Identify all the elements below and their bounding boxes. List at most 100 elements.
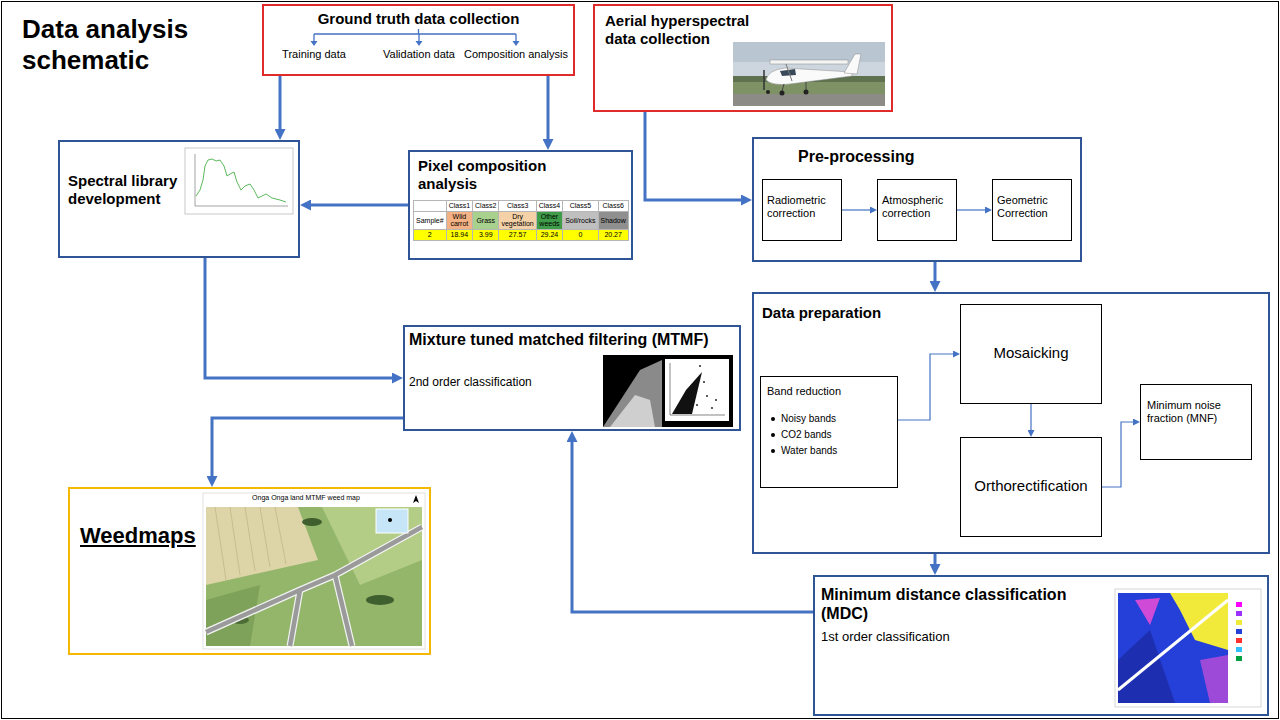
mdc-key (1236, 602, 1242, 607)
flow-arrow (572, 438, 813, 612)
flow-arrow (898, 354, 956, 420)
step-box: Atmospheric correction (877, 179, 957, 241)
flow-arrow (1102, 422, 1136, 487)
map-field (206, 507, 422, 646)
map-trees (366, 595, 394, 605)
map-field (206, 585, 260, 646)
spectrum-chart (185, 148, 293, 214)
scatter-point (699, 365, 701, 367)
scatter-axis (670, 363, 725, 415)
table-row: Class1Class2Class3Class4Class5Class6 (414, 201, 629, 212)
table-cell: Sample# (414, 211, 447, 229)
scatter-cluster (672, 372, 702, 414)
flow-arrow (205, 258, 396, 378)
node-text: Training data (268, 48, 360, 61)
node-text: Composition analysis (461, 48, 571, 61)
process-box: Pixel composition analysisClass1Class2Cl… (408, 150, 633, 260)
step-box: Geometric Correction (992, 179, 1072, 241)
table-row: 218.943.9927.5729.24020.27 (414, 230, 629, 241)
photo-cloud (733, 42, 885, 62)
flow-arrow (934, 262, 937, 285)
step-box: Orthorectification (960, 437, 1102, 537)
photo-sky (733, 42, 885, 106)
node-text: 2nd order classification (409, 375, 589, 389)
table-cell: 2 (414, 230, 447, 241)
plane-wing (770, 60, 848, 64)
node-heading: Spectral library development (68, 172, 180, 208)
step-box: Minimum noise fraction (MNF) (1140, 384, 1252, 460)
bullet-dot (771, 449, 775, 453)
node-heading: Geometric Correction (997, 194, 1069, 220)
node-heading: Weedmaps (80, 523, 205, 549)
node-heading: Ground truth data collection (264, 10, 573, 28)
node-heading: Minimum distance classification (MDC) (821, 585, 1111, 623)
flow-arrow (842, 209, 873, 210)
plane-gear (806, 82, 807, 90)
mdc-class (1118, 593, 1228, 703)
flow-arrow (957, 209, 988, 210)
flow-arrow (307, 204, 408, 207)
node-heading: Mixture tuned matched filtering (MTMF) (409, 330, 735, 349)
map-inset (376, 509, 408, 533)
node-text: Validation data (373, 48, 465, 61)
node-heading: Orthorectification (965, 477, 1097, 495)
table-cell: Class3 (499, 201, 536, 212)
map-marker (388, 518, 392, 522)
north-arrow (413, 495, 419, 503)
mtmf-ground (603, 355, 733, 427)
node-text: CO2 bands (781, 429, 891, 441)
map-trees (302, 518, 322, 526)
plane-wheel (766, 90, 770, 94)
table-cell: Class1 (446, 201, 472, 212)
map-frame (203, 493, 425, 649)
table-cell: Class5 (563, 201, 598, 212)
plane-strut (786, 64, 792, 81)
group-box: Data preparationBand reductionNoisy band… (752, 292, 1270, 554)
flow-arrow (645, 112, 745, 200)
table-cell: Class2 (473, 201, 499, 212)
node-text: Noisy bands (781, 413, 891, 425)
mdc-class (1135, 598, 1160, 625)
photo-tarmac (733, 94, 885, 106)
node-heading: Radiometric correction (767, 194, 839, 220)
flow-arrow (934, 554, 937, 568)
mdc-class (1200, 655, 1228, 703)
node-heading: Pre-processing (798, 147, 998, 166)
node-heading: Mosaicking (965, 344, 1097, 362)
scatter-point (715, 399, 717, 401)
mdc-key (1236, 647, 1242, 652)
collection-box: Ground truth data collectionTraining dat… (262, 4, 575, 76)
bullet-dot (771, 433, 775, 437)
map-road-edge (206, 527, 422, 646)
table-cell-empty (414, 201, 447, 212)
node-heading: Aerial hyperspectral data collection (605, 12, 770, 48)
split-line (314, 29, 516, 42)
table-cell: 20.27 (598, 230, 628, 241)
table-cell: 27.57 (499, 230, 536, 241)
map-title: Onga Onga land MTMF weed map (206, 494, 406, 502)
plane-propeller (763, 70, 765, 90)
mtmf-image (603, 355, 733, 427)
table-cell: Grass (473, 211, 499, 229)
flow-arrow (212, 418, 403, 480)
node-heading: Data preparation (762, 304, 942, 322)
step-box: Radiometric correction (762, 179, 842, 241)
mdc-key (1236, 629, 1242, 634)
table-cell: Dry vegetation (499, 211, 536, 229)
flow-arrow (1030, 404, 1031, 433)
plane-fin (844, 54, 861, 74)
aircraft-photo (733, 42, 885, 106)
flow-arrow (547, 76, 550, 143)
scatter-panel (665, 359, 729, 421)
table-cell: 3.99 (473, 230, 499, 241)
node-heading: Minimum noise fraction (MNF) (1147, 399, 1245, 425)
flow-arrow (279, 76, 282, 133)
mdc-frame (1115, 589, 1261, 707)
mdc-road (1118, 600, 1228, 690)
table-cell: Shadow (598, 211, 628, 229)
process-box: Minimum distance classification (MDC)1st… (813, 575, 1269, 716)
map-road (206, 527, 422, 646)
scatter-point (706, 395, 708, 397)
